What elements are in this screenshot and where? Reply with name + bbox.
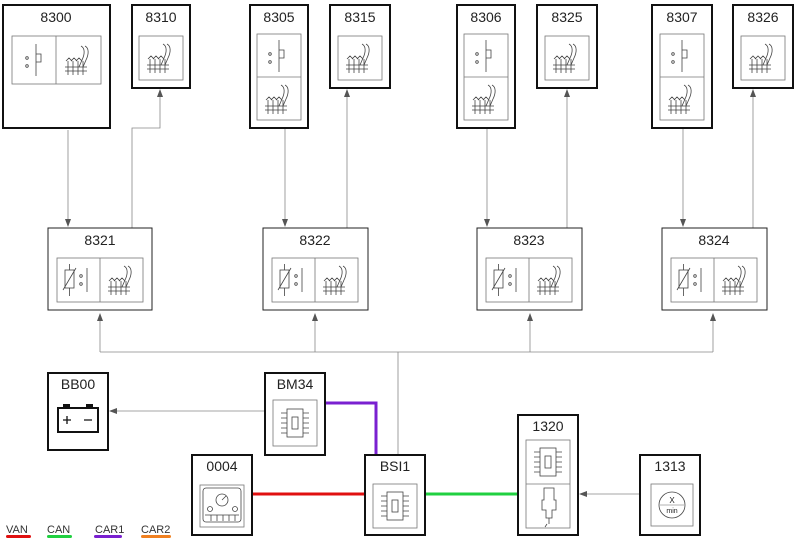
module-label: 8307 <box>666 9 697 25</box>
module-label: 8326 <box>747 9 778 25</box>
module-label: 8315 <box>344 9 375 25</box>
module-1313[interactable]: 1313 X min <box>639 454 701 536</box>
module-label: BM34 <box>277 376 314 392</box>
module-label: 8300 <box>40 9 71 25</box>
module-label: BB00 <box>61 376 95 392</box>
module-8305[interactable]: 8305 <box>249 4 309 129</box>
module-8310[interactable]: 8310 <box>131 4 191 89</box>
legend-car1: CAR1 <box>94 524 124 538</box>
module-label: 8322 <box>299 232 330 248</box>
module-8321[interactable]: 8321 <box>47 227 153 311</box>
legend-swatch <box>6 535 31 538</box>
module-8325[interactable]: 8325 <box>536 4 598 89</box>
module-8300[interactable]: 8300 <box>2 4 111 129</box>
module-label: 8321 <box>84 232 115 248</box>
legend-label: CAR2 <box>141 524 170 536</box>
bus-legend: VAN CAN CAR1 CAR2 <box>6 524 171 538</box>
legend-swatch <box>47 535 72 538</box>
legend-label: VAN <box>6 524 28 536</box>
module-8323[interactable]: 8323 <box>476 227 583 311</box>
legend-swatch <box>94 535 122 538</box>
module-label: 8325 <box>551 9 582 25</box>
signal-wires <box>65 89 756 497</box>
car1-bus-line <box>325 401 378 455</box>
module-label: 8310 <box>145 9 176 25</box>
battery-icon <box>57 404 99 433</box>
module-8322[interactable]: 8322 <box>262 227 369 311</box>
legend-label: CAN <box>47 524 70 536</box>
module-1320[interactable]: 1320 <box>517 414 579 536</box>
module-label: 8306 <box>470 9 501 25</box>
legend-swatch <box>141 535 171 538</box>
module-label: 1313 <box>654 458 685 474</box>
module-label: 8323 <box>513 232 544 248</box>
module-8326[interactable]: 8326 <box>732 4 794 89</box>
module-bsi1[interactable]: BSI1 <box>364 454 426 536</box>
module-8324[interactable]: 8324 <box>661 227 768 311</box>
legend-car2: CAR2 <box>141 524 171 538</box>
module-0004[interactable]: 0004 <box>191 454 253 536</box>
module-8307[interactable]: 8307 <box>651 4 713 129</box>
module-8315[interactable]: 8315 <box>329 4 391 89</box>
module-label: BSI1 <box>380 458 411 474</box>
rpm-unit-bottom: min <box>666 508 677 515</box>
instrument-panel-icon <box>199 484 245 528</box>
legend-can: CAN <box>47 524 72 538</box>
injector-icon <box>541 487 557 528</box>
module-bm34[interactable]: BM34 <box>264 372 326 456</box>
module-8306[interactable]: 8306 <box>456 4 516 129</box>
module-label: 8324 <box>698 232 729 248</box>
rpm-sensor-icon: X min <box>658 491 686 519</box>
module-label: 0004 <box>206 458 237 474</box>
legend-van: VAN <box>6 524 31 538</box>
module-label: 8305 <box>263 9 294 25</box>
rpm-unit-top: X <box>669 496 675 505</box>
legend-label: CAR1 <box>95 524 124 536</box>
module-label: 1320 <box>532 418 563 434</box>
module-bb00[interactable]: BB00 <box>47 372 109 451</box>
